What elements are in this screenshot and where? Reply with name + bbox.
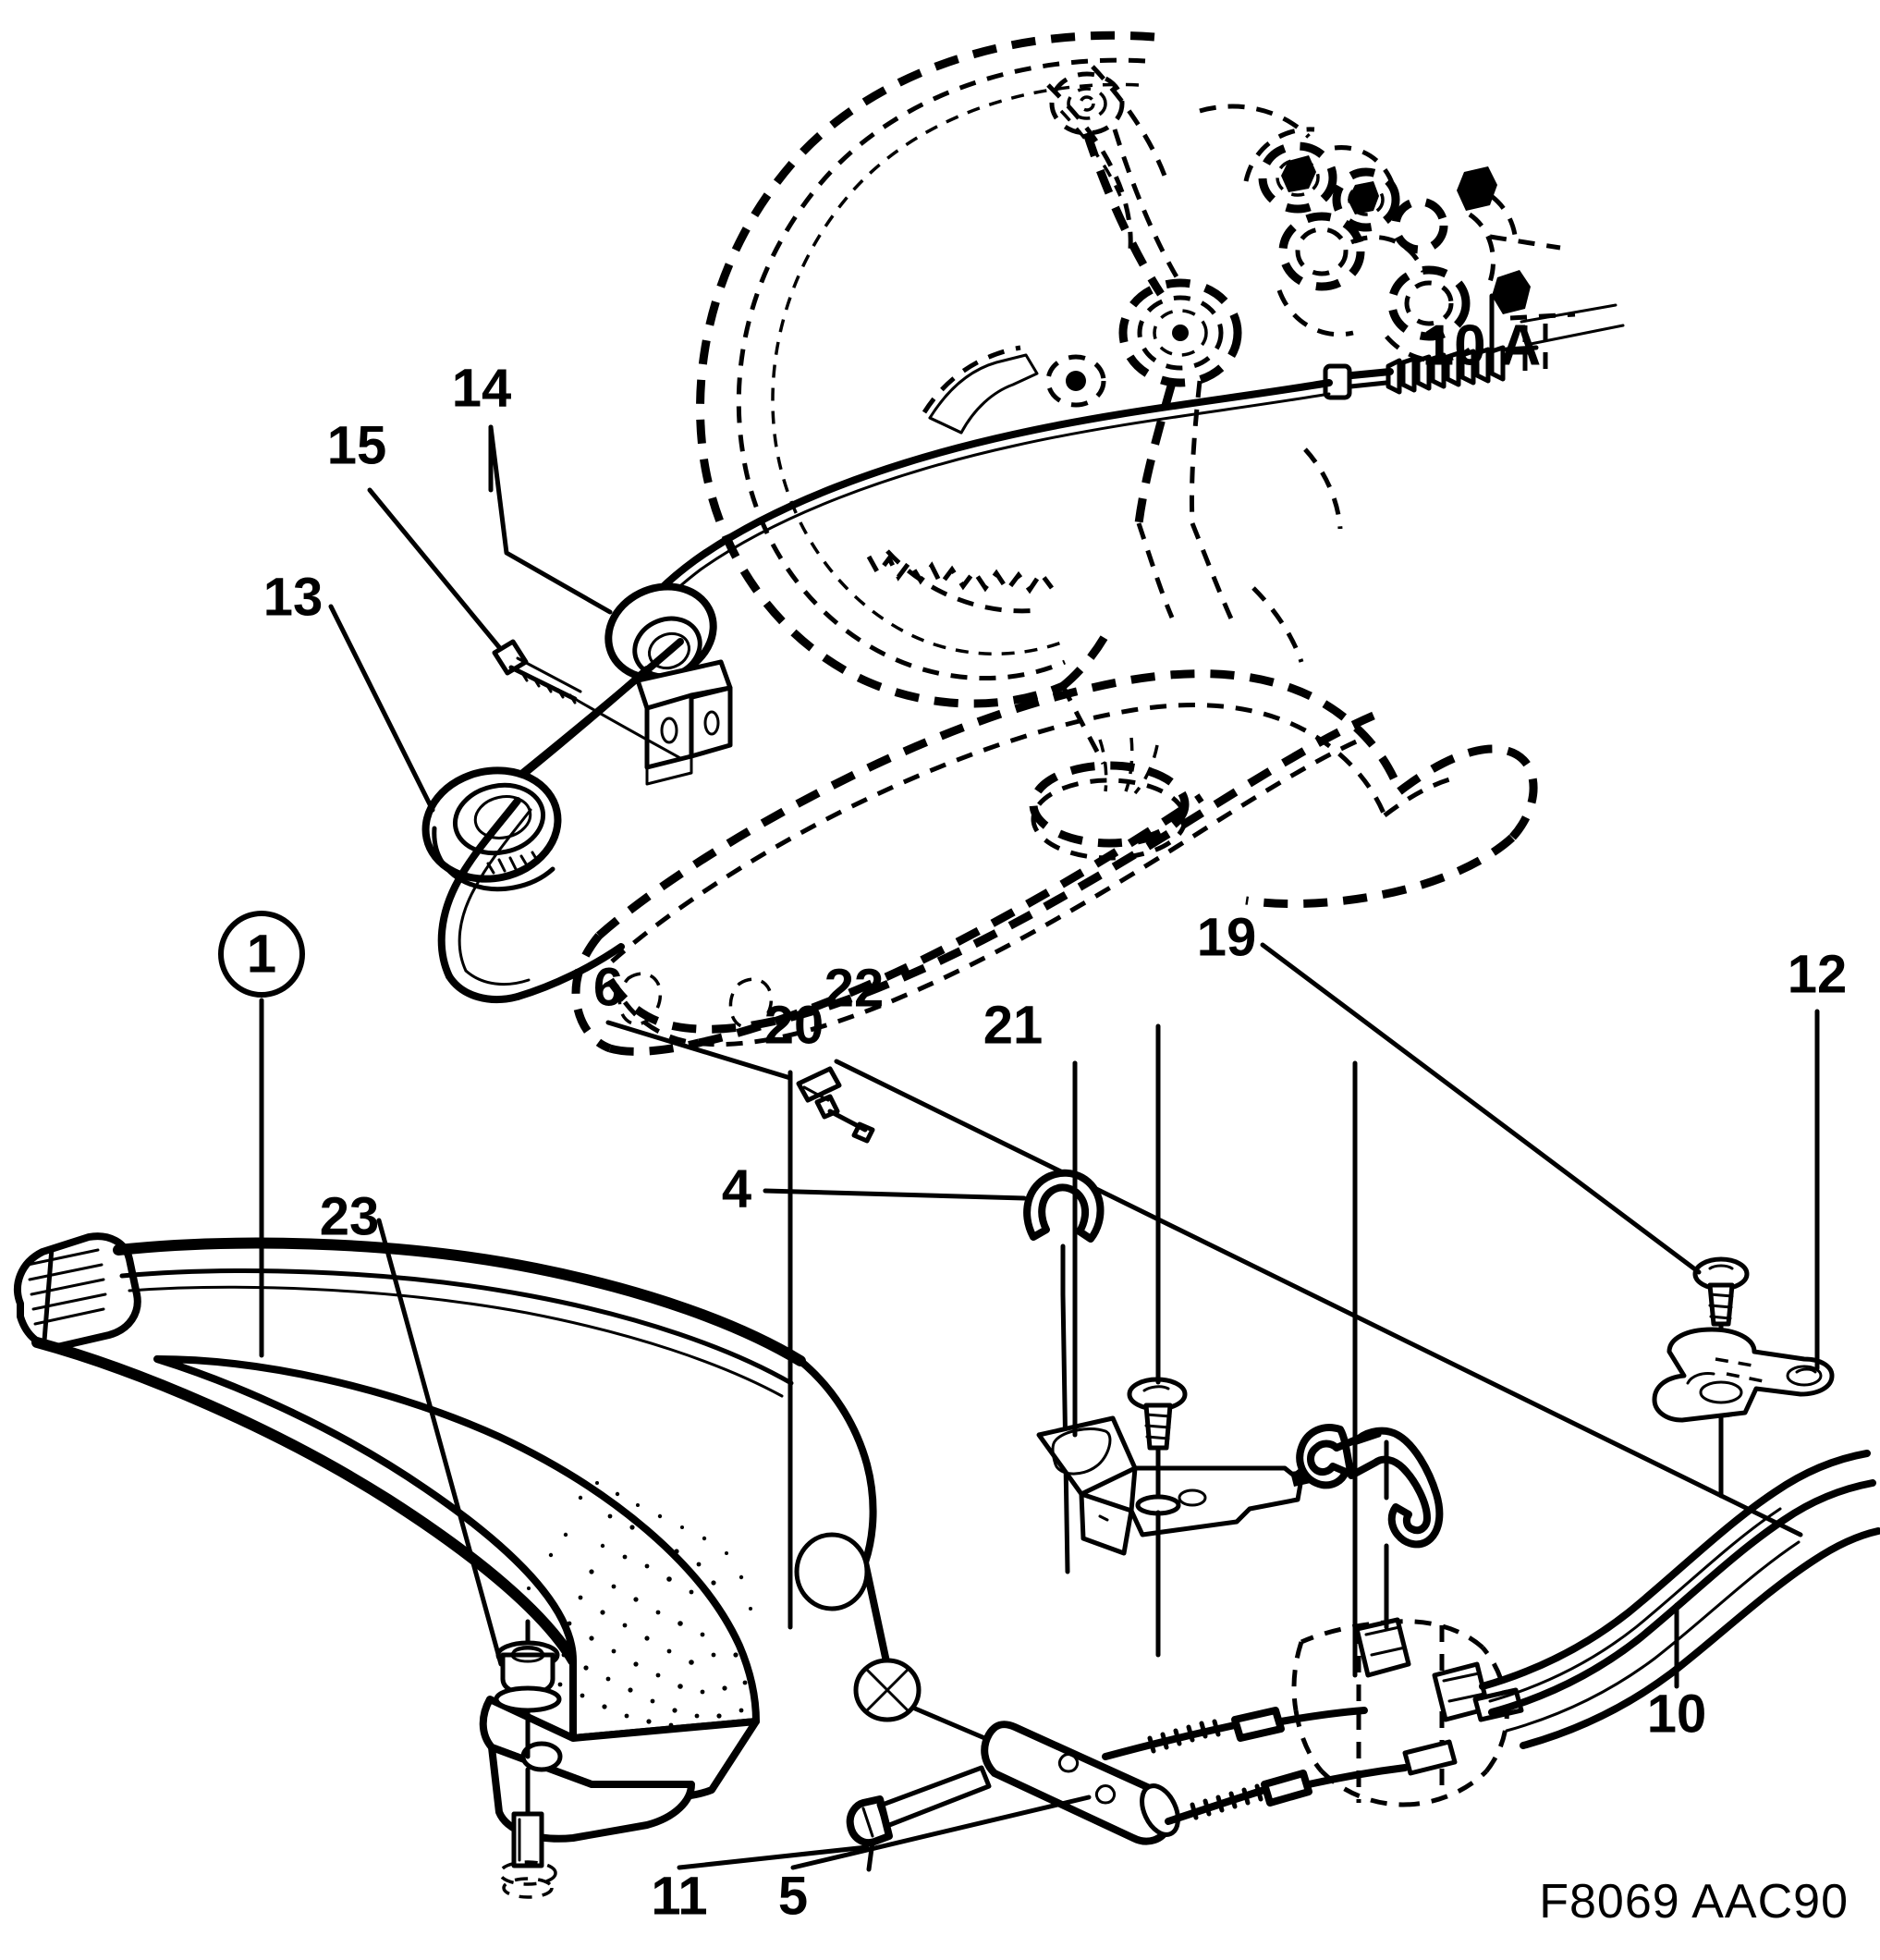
wheel-cylinder-cluster [1199,104,1576,363]
callout-13[interactable]: 13 [263,567,324,627]
callout-leaders [259,293,1820,1870]
adjuster-thread-upper [1147,1719,1221,1754]
callout-label-23: 23 [320,1186,380,1246]
c-clip-4 [1023,1169,1105,1297]
callout-15[interactable]: 15 [327,415,387,475]
parking-brake-cable-pair-10 [1479,1450,1880,1749]
bracket-hidden-edge [1715,1357,1764,1383]
drum-serration [866,554,1054,594]
callout-19[interactable]: 19 [1197,907,1257,967]
cable-spring [1386,345,1506,395]
handbrake-lever-assembly [14,1066,922,1899]
callout-23[interactable]: 23 [320,1186,380,1246]
callout-label-20: 20 [764,995,824,1055]
cable-clamp-upper [1354,1617,1411,1678]
callout-label-5: 5 [778,1866,808,1926]
cable-guide-bracket-20 [1036,1415,1311,1556]
callout-label-21: 21 [983,995,1044,1055]
callout-label-10a: 10 A [1422,313,1542,377]
callout-label-14: 14 [452,358,512,418]
clevis-pin-11 [846,1765,992,1872]
rear-brake-drum-assembly [617,31,1625,766]
floor-tunnel-equalizer [1291,1617,1524,1807]
callout-21[interactable]: 21 [983,995,1044,1055]
lever-pivot-cross [853,1658,922,1722]
callout-label-10: 10 [1647,1684,1707,1744]
drawing-number: F8069 AAC90 [1539,1875,1849,1929]
bushing-bracket [635,659,733,786]
callout-6[interactable]: 6 [593,957,623,1017]
cable-clamp-bracket-12 [1652,1327,1835,1423]
callout-20[interactable]: 20 [764,995,824,1055]
callout-10[interactable]: 10 [1647,1684,1707,1744]
callout-14[interactable]: 14 [452,358,512,418]
callout-12[interactable]: 12 [1788,944,1848,1004]
callout-balloon-circle [218,911,305,998]
callout-label-1: 1 [247,924,276,984]
callout-label-13: 13 [263,567,324,627]
cable-end-at-brake [1323,324,1548,400]
callout-label-4: 4 [722,1158,751,1219]
callout-1[interactable]: 1 [218,911,305,998]
cable-grommet-13 [421,766,625,1003]
rear-trailing-arm [571,669,1538,1056]
callout-22[interactable]: 22 [824,958,885,1018]
assembly-reference-leader [834,1059,1803,1537]
callout-label-19: 19 [1197,907,1257,967]
bracket-screw-22 [1127,1377,1188,1658]
adjuster-thread-lower [1190,1783,1264,1820]
switch-plunger-6 [796,1066,875,1144]
callout-label-11: 11 [651,1866,707,1926]
double-hook-clip-21 [1296,1424,1444,1630]
callout-4[interactable]: 4 [722,1158,751,1219]
callout-label-22: 22 [824,958,885,1018]
callout-11[interactable]: 11 [651,1866,707,1926]
equalizer-linkage [846,1169,1409,1872]
callout-label-6: 6 [593,957,623,1017]
grommet-shading [486,851,540,875]
callout-5[interactable]: 5 [778,1866,808,1926]
callout-label-15: 15 [327,415,387,475]
mounting-bolt-15 [492,639,582,704]
callout-label-12: 12 [1788,944,1848,1004]
callout-10a[interactable]: 10 A [1422,313,1542,377]
